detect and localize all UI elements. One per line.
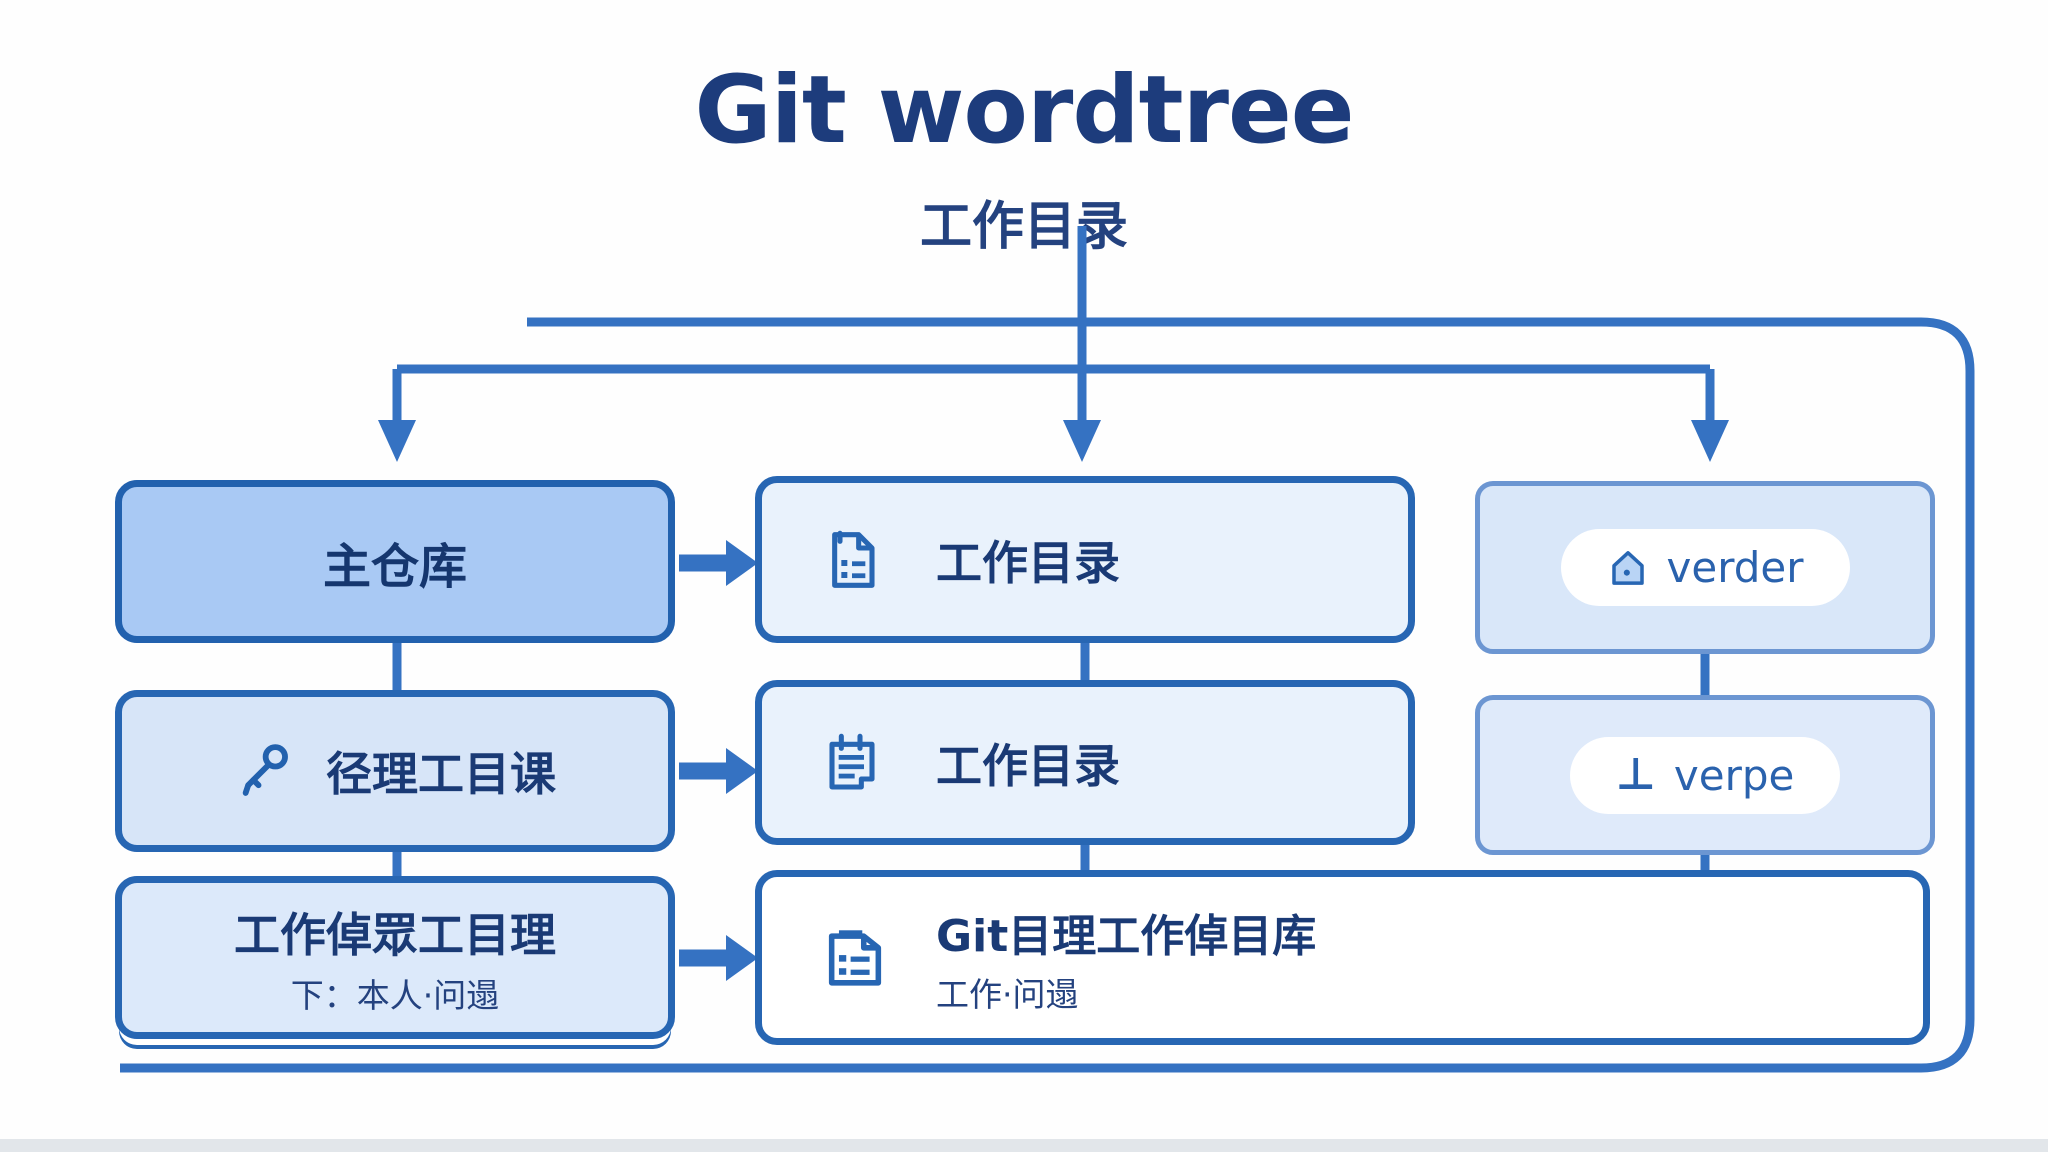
down-arrowhead-center [1063, 420, 1101, 462]
clipboard-icon [820, 731, 884, 795]
verpe-box: ⊥ verpe [1475, 695, 1935, 855]
perpendicular-icon: ⊥ [1615, 749, 1656, 800]
row-arrowhead-3 [726, 935, 758, 981]
verder-box: verder [1475, 481, 1935, 654]
git-repo-icon [820, 923, 890, 993]
home-icon [1607, 547, 1649, 589]
workdir-label-1: 工作目录 [936, 535, 1120, 590]
bottom-edge-strip [0, 1139, 2048, 1152]
workspace-label: 工作倬眾工目理 [234, 907, 556, 962]
key-icon [234, 740, 296, 802]
verpe-pill: ⊥ verpe [1569, 736, 1841, 814]
page-title: Git wordtree [694, 56, 1355, 165]
workdir-label-2: 工作目录 [936, 738, 1120, 793]
verpe-label: verpe [1673, 750, 1795, 800]
git-manage-box: Git目理工作倬目库 工作·问遢 [755, 870, 1930, 1045]
verder-pill: verder [1560, 529, 1850, 606]
git-manage-sublabel: 工作·问遢 [936, 974, 1079, 1014]
key-box-label: 径理工目课 [326, 747, 556, 801]
workspace-box: 工作倬眾工目理 下：本人·问遢 [115, 876, 675, 1039]
workdir-box-2: 工作目录 [755, 680, 1415, 845]
row-arrowhead-1 [726, 540, 758, 586]
page-subtitle: 工作目录 [919, 197, 1128, 257]
row-arrowhead-2 [726, 748, 758, 794]
main-repo-box: 主仓库 [115, 480, 675, 643]
workspace-sublabel: 下：本人·问遢 [290, 975, 500, 1015]
verder-label: verder [1666, 543, 1804, 592]
git-manage-label: Git目理工作倬目库 [936, 910, 1317, 962]
down-arrowhead-right [1691, 420, 1729, 462]
workdir-box-1: 工作目录 [755, 476, 1415, 643]
main-repo-label: 主仓库 [322, 538, 467, 595]
key-box: 径理工目课 [115, 690, 675, 852]
down-arrowhead-left [378, 420, 416, 462]
container-outline [120, 317, 1975, 1073]
document-icon [820, 528, 884, 592]
